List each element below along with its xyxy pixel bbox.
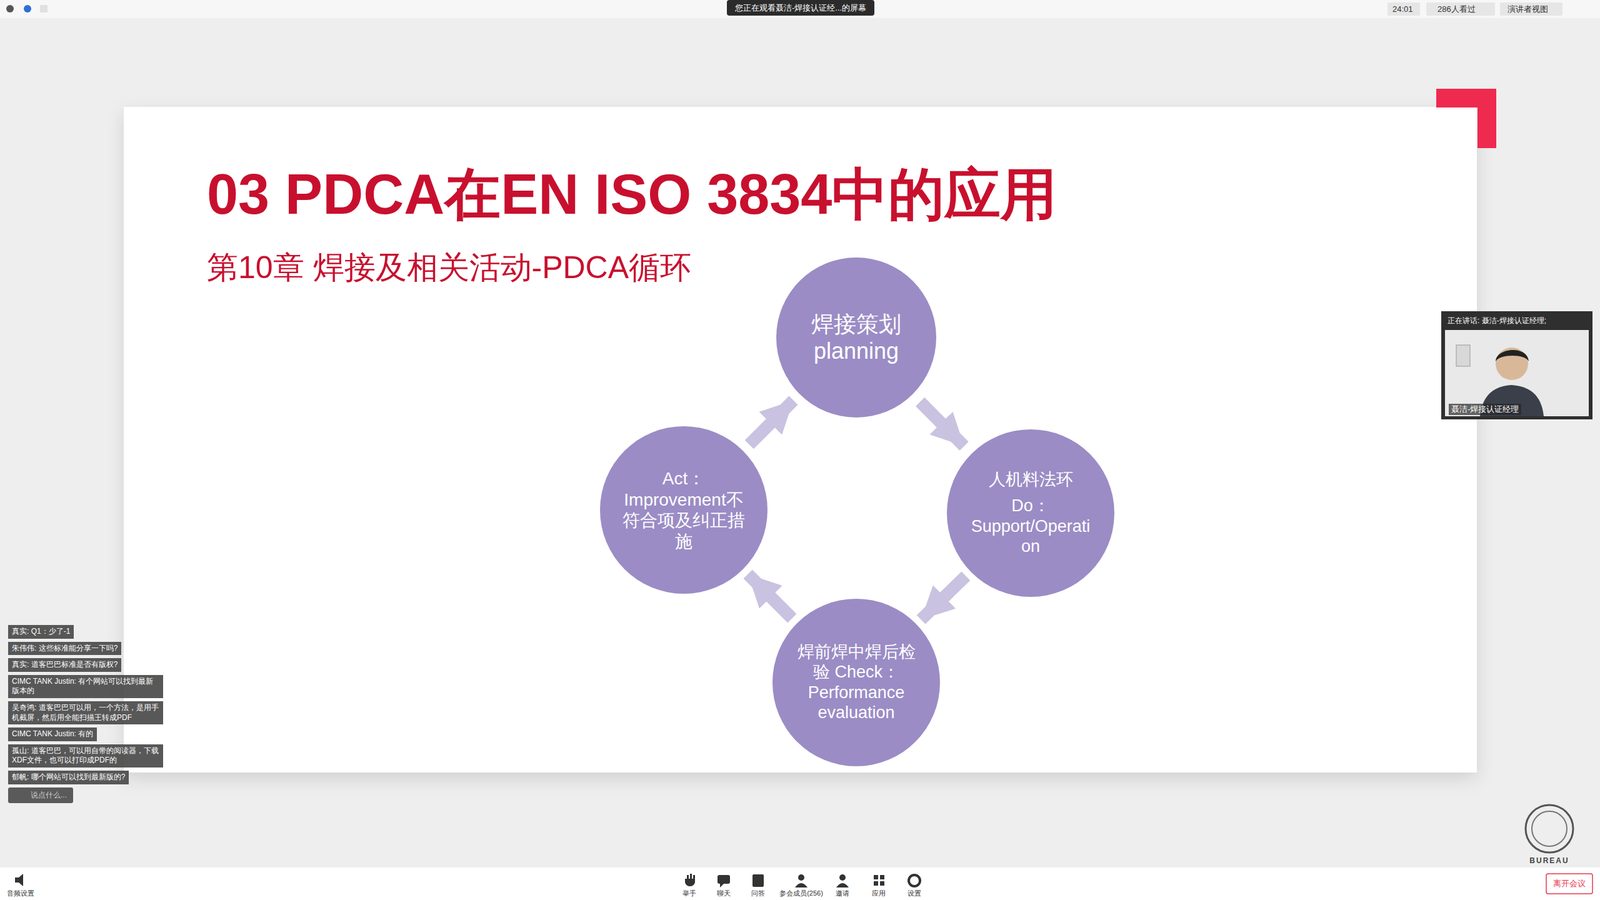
circle-text: Do：Support/Operation — [968, 496, 1094, 557]
chat-icon — [720, 883, 724, 888]
toolbar-label: 举手 — [682, 889, 697, 898]
chat-message: 吴奇鸿: 道客巴巴可以用，一个方法，是用手机截屏，然后用全能扫描王转成PDF — [8, 701, 164, 725]
share-pill — [726, 0, 875, 16]
apps-icon — [880, 881, 885, 886]
toolbar-label: 邀请 — [835, 889, 850, 898]
chat-message: 郁帆: 哪个网站可以找到最新版的? — [8, 770, 129, 785]
speaker-video — [1445, 330, 1589, 417]
status-box — [1426, 2, 1495, 16]
circle-shape — [600, 426, 768, 594]
chat-message: 孤山: 道客巴巴，可以用自带的阅读器，下载XDF文件，也可以打印成PDF的 — [8, 744, 164, 768]
chat-message: 真实: 道客巴巴标准是否有版权? — [8, 658, 122, 672]
speaker-logo — [1456, 345, 1470, 367]
chat-input: 说点什么... — [8, 787, 74, 804]
hand-icon — [685, 873, 695, 887]
apps-icon — [873, 881, 879, 886]
invite-icon — [836, 883, 849, 888]
circle-text-block: Act：Improvement不符合项及纠正措施 — [621, 468, 747, 552]
window-icon — [40, 5, 48, 13]
toolbar-label: 应用 — [871, 889, 886, 898]
circle-shape — [772, 598, 940, 767]
chat-message: CIMC TANK Justin: 有个网站可以找到最新版本的 — [8, 675, 164, 699]
logo-ring — [1525, 805, 1574, 853]
circle-text-block: 焊接策划 planning — [793, 310, 919, 365]
pdca-circle: Act：Improvement不符合项及纠正措施 — [600, 426, 768, 594]
audio-icon — [15, 873, 24, 887]
members-icon — [795, 883, 808, 888]
slide — [123, 106, 1477, 773]
chat-message: CIMC TANK Justin: 有的 — [8, 727, 97, 742]
view-mode: 演讲者视图 — [1507, 4, 1549, 15]
circle-text: 人机料法环 — [968, 469, 1094, 490]
cycle-arrow — [748, 574, 793, 619]
circle-shape — [776, 257, 937, 418]
settings-icon — [908, 875, 920, 887]
speaker-hair — [1495, 350, 1529, 362]
apps-icon — [880, 875, 885, 880]
leave-button — [1546, 873, 1593, 894]
speaking-status: 正在讲话: 聂洁-焊接认证经理; — [1447, 316, 1547, 325]
chat-icon — [717, 875, 730, 884]
speaker-name: 聂洁-焊接认证经理 — [1448, 403, 1522, 415]
cycle-arrow — [921, 576, 967, 620]
toolbar-label: 参会成员(256) — [779, 889, 824, 898]
cycle-arrow — [749, 400, 794, 445]
toolbar-label: 问答 — [751, 889, 765, 898]
members-icon — [798, 874, 805, 881]
circle-fill — [772, 598, 940, 767]
circle-text-block: 焊前焊中焊后检验 Check：Performance evaluation — [793, 641, 919, 724]
circle-fill — [776, 257, 937, 418]
circle-text: 焊前焊中焊后检验 Check：Performance evaluation — [793, 641, 919, 724]
logo-text: BUREAU — [1529, 856, 1569, 865]
qa-icon — [752, 874, 764, 887]
top-bar — [0, 0, 1600, 19]
slide-title: 03 PDCA在EN ISO 3834中的应用 — [206, 163, 1057, 226]
chat-panel: 真实: Q1：少了-1 朱伟伟: 这些标准能分享一下吗? 真实: 道客巴巴标准是否有… — [8, 625, 165, 804]
invite-icon — [839, 874, 846, 881]
window-icon — [23, 5, 32, 13]
bottom-bar — [0, 867, 1600, 900]
audio-settings-label: 音频设置 — [6, 889, 35, 898]
status-box — [1387, 2, 1420, 16]
leave-button-label: 离开会议 — [1553, 878, 1586, 889]
toolbar-label: 聊天 — [716, 889, 731, 898]
circle-text: 焊接策划 planning — [793, 310, 919, 365]
corner-bracket — [1436, 88, 1497, 149]
circle-fill — [946, 429, 1115, 597]
speaker-panel — [1441, 311, 1593, 420]
pdca-circle: 焊接策划 planning — [776, 257, 937, 418]
chat-message: 朱伟伟: 这些标准能分享一下吗? — [8, 641, 122, 656]
toolbar-label: 设置 — [907, 889, 922, 898]
status-box — [1500, 2, 1563, 16]
speaker-head — [1495, 347, 1529, 380]
cycle-arrow — [920, 401, 964, 447]
pdca-circle: 人机料法环 Do：Support/Operation — [946, 429, 1115, 597]
pdca-circle: 焊前焊中焊后检验 Check：Performance evaluation — [772, 598, 940, 767]
circle-text-block: 人机料法环 Do：Support/Operation — [968, 469, 1094, 557]
slide-subtitle: 第10章 焊接及相关活动-PDCA循环 — [206, 248, 692, 287]
window-icon — [6, 5, 14, 13]
circle-text: Act：Improvement不符合项及纠正措施 — [621, 468, 747, 552]
apps-icon — [873, 875, 879, 880]
logo-ring — [1531, 811, 1567, 847]
circle-fill — [600, 426, 768, 594]
viewer-count: 286人看过 — [1437, 4, 1476, 15]
share-notice: 您正在观看聂洁-焊接认证经...的屏幕 — [735, 3, 867, 14]
timer: 24:01 — [1392, 4, 1414, 15]
chat-message: 真实: Q1：少了-1 — [8, 625, 74, 639]
